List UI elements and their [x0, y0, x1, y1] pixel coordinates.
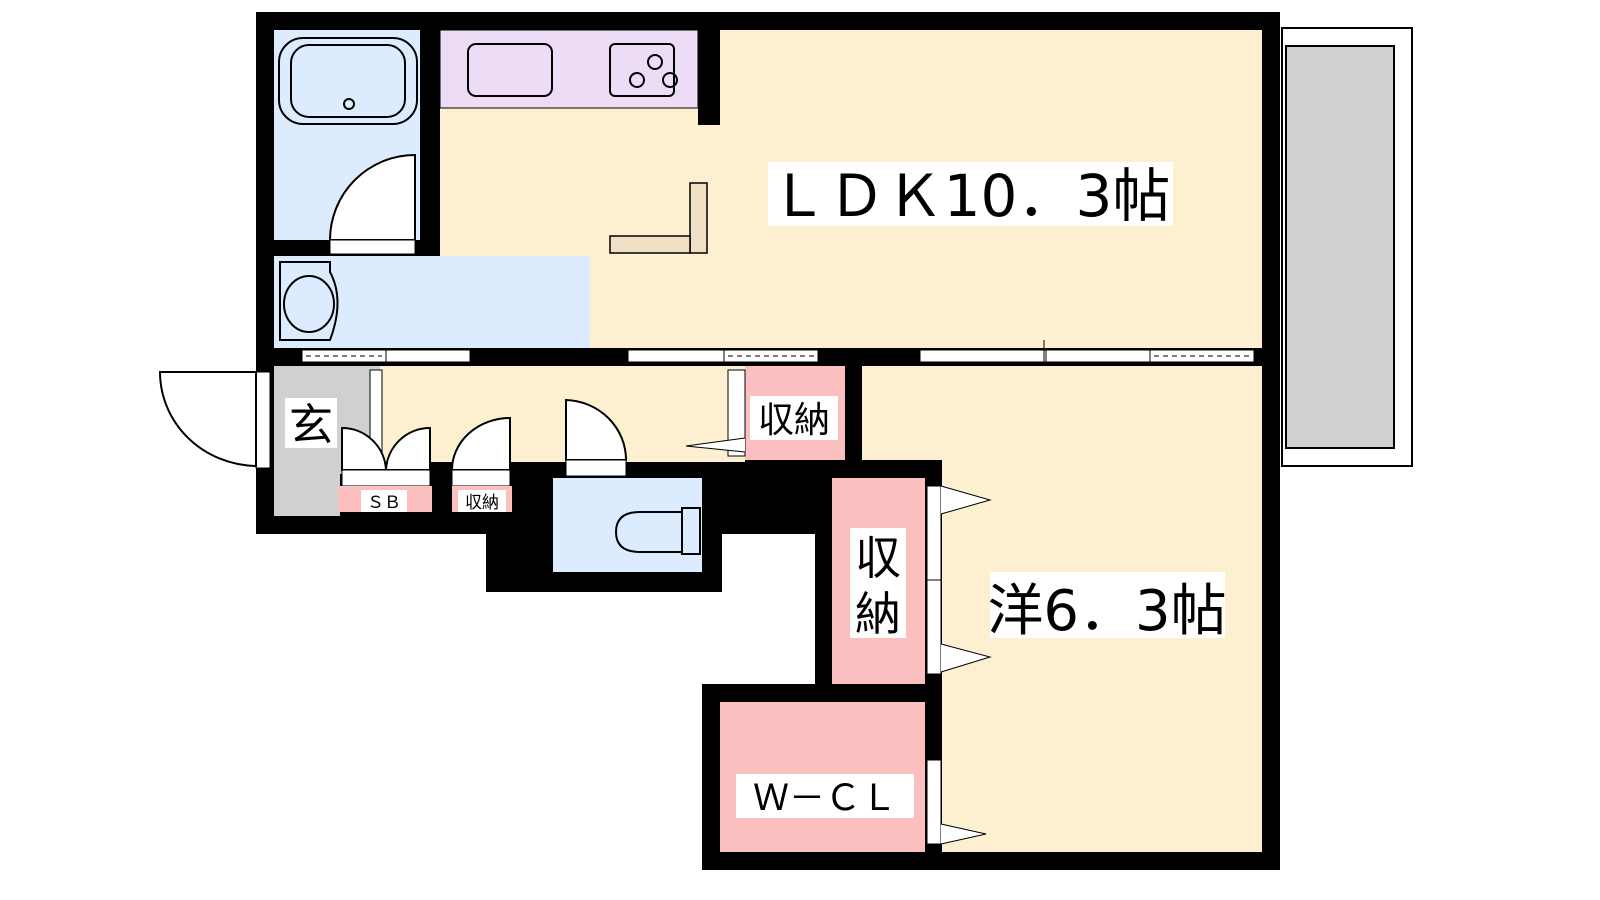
- sink-icon: [467, 43, 553, 97]
- small-storage-label: 収納: [465, 493, 499, 513]
- walk-in-closet-label: Ｗ－ＣＬ: [753, 778, 897, 819]
- western-room-label: 洋6．3帖: [987, 579, 1226, 644]
- toilet-room: [553, 478, 702, 572]
- shoebox-doors[interactable]: [341, 426, 431, 471]
- stove-icon: [609, 43, 678, 97]
- interior-sliding-doors[interactable]: [301, 340, 1255, 372]
- ldk-label: ＬＤＫ10．3帖: [770, 162, 1171, 230]
- closet-storage-label-1: 収: [855, 531, 901, 585]
- closet-folding-doors[interactable]: [926, 485, 992, 845]
- bathtub-icon: [278, 37, 418, 125]
- hall-storage-label: 収納: [758, 400, 830, 441]
- hallway: [380, 366, 745, 462]
- balcony: [1285, 45, 1395, 449]
- toilet-icon: [614, 511, 683, 553]
- bath-door[interactable]: [328, 153, 416, 241]
- washroom: [274, 256, 590, 348]
- wall-stub: [698, 30, 720, 125]
- toilet-door[interactable]: [565, 398, 628, 461]
- shoe-box-label: ＳＢ: [367, 493, 401, 513]
- entrance-label: 玄: [289, 400, 333, 451]
- western-room-floor: [862, 366, 1262, 460]
- front-door[interactable]: [158, 371, 257, 468]
- washbasin-icon: [279, 261, 339, 341]
- storage-door[interactable]: [450, 416, 511, 471]
- counter-partition: [609, 182, 708, 254]
- closet-storage-label-2: 納: [855, 587, 901, 641]
